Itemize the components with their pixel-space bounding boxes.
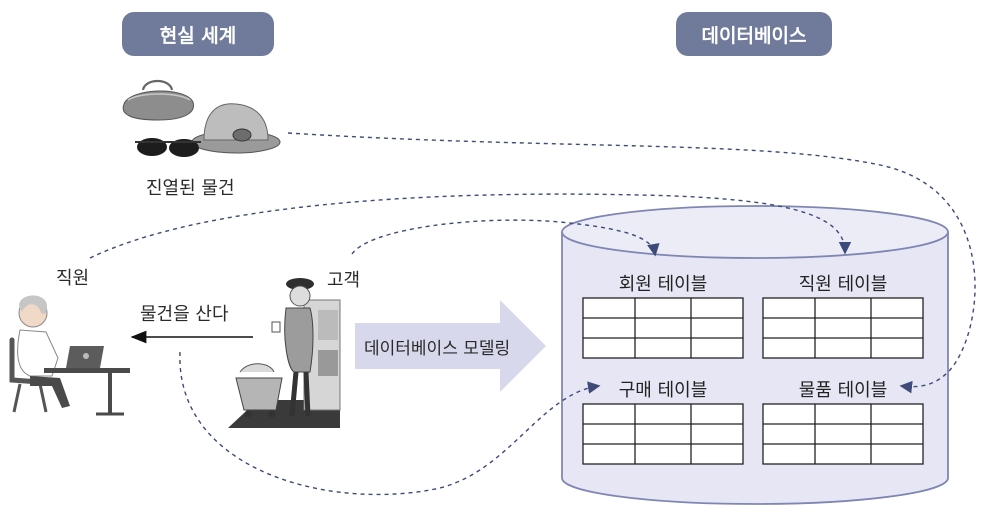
employee-label: 직원	[56, 268, 90, 289]
buy-label: 물건을 산다	[140, 304, 229, 325]
employee-table-title: 직원 테이블	[798, 274, 888, 295]
product-table-grid	[762, 403, 924, 465]
purchase-table-title: 구매 테이블	[618, 380, 708, 401]
customer-to-member-table-dashed-arrow	[351, 219, 660, 257]
modeling-label: 데이터베이스 모델링	[364, 339, 511, 359]
employee-table-grid	[762, 297, 924, 359]
purchase-table-grid	[582, 403, 744, 465]
member-table-grid	[582, 297, 744, 359]
employee-to-employee-table-dashed-arrow	[89, 193, 852, 259]
modeling-arrow	[355, 300, 546, 392]
employee-illustration	[9, 295, 130, 416]
displayed-items-illustration	[122, 79, 281, 157]
customer-label: 고객	[327, 270, 361, 291]
product-table-title: 물품 테이블	[798, 380, 888, 401]
database-title: 데이터베이스	[676, 12, 832, 56]
displayed-items-label: 진열된 물건	[146, 178, 235, 199]
customer-illustration	[228, 278, 341, 428]
member-table-title: 회원 테이블	[618, 274, 708, 295]
real-world-title: 현실 세계	[122, 12, 274, 56]
items-to-product-dashed-arrow	[287, 132, 976, 394]
